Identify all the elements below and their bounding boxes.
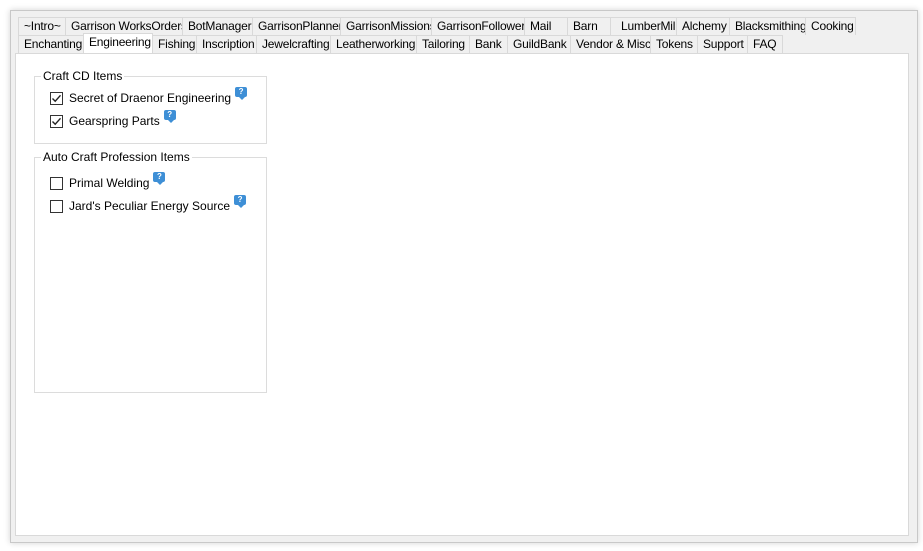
help-icon[interactable]: ? <box>163 110 176 123</box>
jards-peculiar-energy-source-checkbox[interactable] <box>50 199 63 213</box>
main-window: ~Intro~ Garrison WorksOrders BotManager … <box>10 10 918 543</box>
help-icon[interactable]: ? <box>153 172 166 185</box>
tab-vendor-misc[interactable]: Vendor & Misc <box>570 35 651 53</box>
tab-intro[interactable]: ~Intro~ <box>18 17 66 35</box>
tab-blacksmithing[interactable]: Blacksmithing <box>729 17 806 35</box>
checkmark-icon <box>52 94 62 102</box>
primal-welding-label: Primal Welding <box>69 176 150 190</box>
tab-tailoring[interactable]: Tailoring <box>416 35 470 53</box>
gearspring-parts-row: Gearspring Parts ? <box>50 110 176 128</box>
jards-peculiar-energy-source-row: Jard's Peculiar Energy Source ? <box>50 195 247 213</box>
tab-leatherworking[interactable]: Leatherworking <box>330 35 417 53</box>
tab-support[interactable]: Support <box>697 35 748 53</box>
secret-of-draenor-engineering-checkbox[interactable] <box>50 91 63 105</box>
tab-bank[interactable]: Bank <box>469 35 508 53</box>
tab-inscription[interactable]: Inscription <box>196 35 257 53</box>
auto-craft-profession-items-group: Auto Craft Profession Items Primal Weldi… <box>34 150 267 393</box>
gearspring-parts-checkbox[interactable] <box>50 114 63 128</box>
auto-craft-profession-items-legend: Auto Craft Profession Items <box>41 150 192 164</box>
tab-engineering[interactable]: Engineering <box>83 33 153 53</box>
tab-cooking[interactable]: Cooking <box>805 17 856 35</box>
tab-garrison-worksorders[interactable]: Garrison WorksOrders <box>65 17 183 35</box>
tab-row-1: ~Intro~ Garrison WorksOrders BotManager … <box>18 17 856 35</box>
primal-welding-row: Primal Welding ? <box>50 172 166 190</box>
tab-barn[interactable]: Barn <box>567 17 611 35</box>
tab-fishing[interactable]: Fishing <box>152 35 197 53</box>
secret-of-draenor-engineering-row: Secret of Draenor Engineering ? <box>50 87 248 105</box>
tab-mail[interactable]: Mail <box>524 17 568 35</box>
tab-garrisonplanner[interactable]: GarrisonPlanner <box>252 17 341 35</box>
tab-lumbermill[interactable]: LumberMill <box>610 17 677 35</box>
tab-tokens[interactable]: Tokens <box>650 35 698 53</box>
help-icon[interactable]: ? <box>234 195 247 208</box>
primal-welding-checkbox[interactable] <box>50 176 63 190</box>
tab-alchemy[interactable]: Alchemy <box>676 17 730 35</box>
craft-cd-items-legend: Craft CD Items <box>41 69 125 83</box>
secret-of-draenor-engineering-label: Secret of Draenor Engineering <box>69 91 232 105</box>
tab-enchanting[interactable]: Enchanting <box>18 35 84 53</box>
tab-garrisonfollowers[interactable]: GarrisonFollowers <box>431 17 525 35</box>
jards-peculiar-energy-source-label: Jard's Peculiar Energy Source <box>69 199 231 213</box>
help-icon[interactable]: ? <box>235 87 248 100</box>
tab-botmanager[interactable]: BotManager <box>182 17 253 35</box>
checkmark-icon <box>52 117 62 125</box>
craft-cd-items-group: Craft CD Items Secret of Draenor Enginee… <box>34 69 267 144</box>
tab-faq[interactable]: FAQ <box>747 35 783 53</box>
tab-row-2: Enchanting Engineering Fishing Inscripti… <box>18 33 783 53</box>
tab-guildbank[interactable]: GuildBank <box>507 35 571 53</box>
tab-jewelcrafting[interactable]: Jewelcrafting <box>256 35 331 53</box>
gearspring-parts-label: Gearspring Parts <box>69 114 160 128</box>
tab-content-engineering: Craft CD Items Secret of Draenor Enginee… <box>15 53 909 536</box>
tab-garrisonmissions[interactable]: GarrisonMissions <box>340 17 432 35</box>
